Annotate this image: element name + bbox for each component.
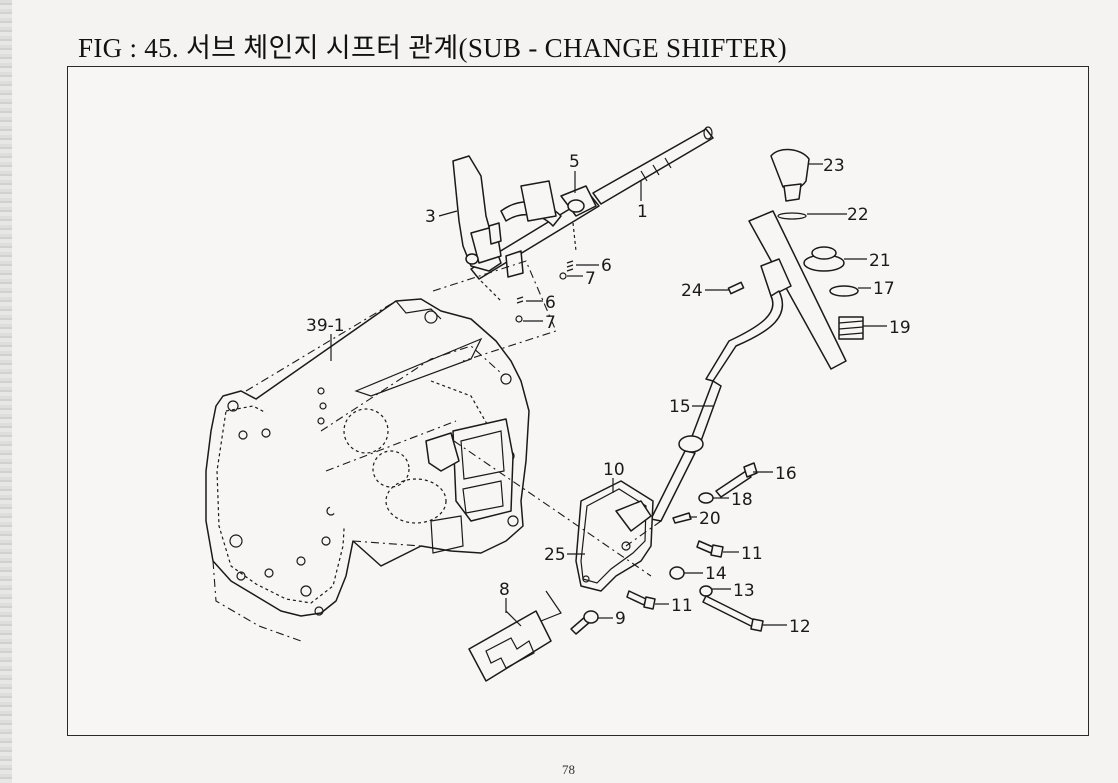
svg-text:7: 7 [585, 269, 596, 289]
svg-text:9: 9 [615, 609, 626, 629]
callout-5: 5 [569, 152, 580, 193]
svg-text:3: 3 [425, 207, 436, 227]
callout-9: 9 [598, 609, 626, 629]
scan-edge [0, 0, 12, 783]
svg-text:7: 7 [545, 313, 556, 333]
callout-3: 3 [425, 207, 458, 227]
callout-18: 18 [713, 490, 753, 510]
svg-text:14: 14 [705, 564, 727, 584]
callout-17: 17 [858, 279, 895, 299]
svg-text:15: 15 [669, 397, 691, 417]
callout-16: 16 [753, 464, 797, 484]
phantom-lines [432, 260, 662, 627]
part-callouts: 1 3 5 6 7 6 7 39-1 23 22 21 17 19 24 15 … [306, 152, 911, 637]
svg-text:11: 11 [671, 596, 693, 616]
callout-8: 8 [499, 580, 510, 613]
svg-text:39-1: 39-1 [306, 316, 345, 336]
callout-24: 24 [681, 281, 729, 301]
callout-20: 20 [689, 509, 721, 529]
svg-text:11: 11 [741, 544, 763, 564]
svg-text:12: 12 [789, 617, 811, 637]
callout-23: 23 [809, 156, 845, 176]
svg-text:5: 5 [569, 152, 580, 172]
svg-text:22: 22 [847, 205, 869, 225]
callout-11-lower: 11 [655, 596, 693, 616]
callout-11-upper: 11 [723, 544, 763, 564]
svg-text:1: 1 [637, 202, 648, 222]
callout-19: 19 [863, 318, 911, 338]
callout-6b: 6 [526, 293, 556, 313]
callout-12: 12 [763, 617, 811, 637]
callout-39-1: 39-1 [306, 316, 345, 361]
svg-text:13: 13 [733, 581, 755, 601]
callout-15: 15 [669, 397, 713, 417]
svg-text:16: 16 [775, 464, 797, 484]
svg-text:6: 6 [545, 293, 556, 313]
svg-text:24: 24 [681, 281, 703, 301]
page-number: 78 [562, 762, 575, 777]
callout-7a: 7 [567, 269, 596, 289]
callout-25: 25 [544, 545, 585, 565]
svg-text:23: 23 [823, 156, 845, 176]
svg-text:20: 20 [699, 509, 721, 529]
svg-text:18: 18 [731, 490, 753, 510]
svg-text:10: 10 [603, 460, 625, 480]
exploded-view-diagram: 1 3 5 6 7 6 7 39-1 23 22 21 17 19 24 15 … [205, 126, 911, 682]
shift-rod-assembly [452, 126, 714, 323]
callout-13: 13 [712, 581, 755, 601]
callout-7b: 7 [523, 313, 556, 333]
cover-and-fasteners [468, 462, 764, 682]
callout-6a: 6 [576, 256, 612, 276]
transmission-case [205, 298, 530, 642]
callout-10: 10 [603, 460, 625, 493]
callout-22: 22 [807, 205, 869, 225]
callout-21: 21 [844, 251, 891, 271]
shift-lever-assembly [650, 148, 864, 522]
svg-text:17: 17 [873, 279, 895, 299]
callout-14: 14 [684, 564, 727, 584]
diagram-frame: 1 3 5 6 7 6 7 39-1 23 22 21 17 19 24 15 … [67, 66, 1089, 736]
callout-1: 1 [637, 181, 648, 222]
svg-text:21: 21 [869, 251, 891, 271]
svg-text:25: 25 [544, 545, 566, 565]
svg-text:8: 8 [499, 580, 510, 600]
figure-title: FIG : 45. 서브 체인지 시프터 관계(SUB - CHANGE SHI… [78, 33, 787, 63]
svg-text:6: 6 [601, 256, 612, 276]
svg-text:19: 19 [889, 318, 911, 338]
